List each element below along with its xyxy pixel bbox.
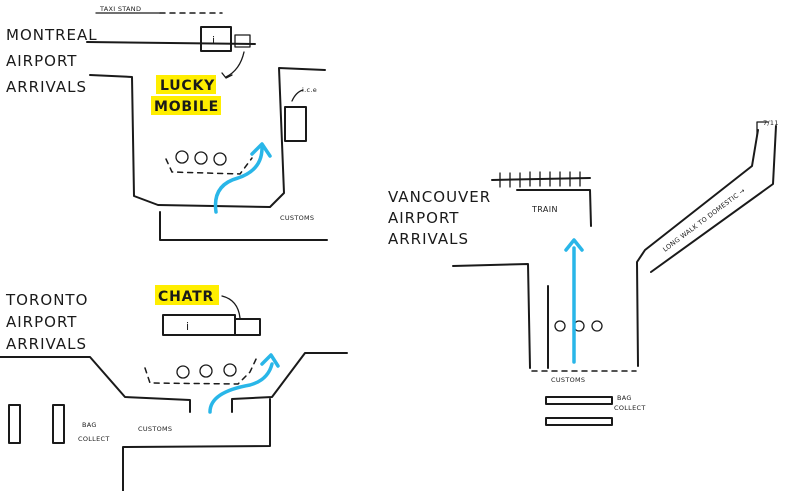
montreal-flow-arrow (213, 146, 264, 214)
chatr-pointer-line (221, 295, 241, 319)
vancouver-face-1 (554, 320, 566, 332)
vancouver-title-line-3: ARRIVALS (388, 230, 469, 248)
lucky-highlight-2 (151, 96, 221, 115)
chatr-highlight (155, 285, 219, 305)
toronto-section: TORONTO AIRPORT ARRIVALS CHATR i BAG COL… (0, 285, 348, 491)
toronto-flow-arrow (208, 362, 274, 414)
vancouver-customs-label: CUSTOMS (551, 376, 585, 384)
seven-eleven-booth (756, 121, 769, 137)
toronto-title-line-2: AIRPORT (6, 313, 77, 331)
toronto-right-wall (231, 352, 348, 413)
vancouver-face-3 (591, 320, 603, 332)
toronto-bag-belt-1 (8, 404, 21, 444)
vancouver-bag-collect-line-2: COLLECT (614, 404, 646, 412)
montreal-info-icon: i (212, 34, 216, 47)
long-walk-label: LONG WALK TO DOMESTIC → (661, 186, 747, 253)
vancouver-section: VANCOUVER AIRPORT ARRIVALS TRAIN 7/11 LO (388, 119, 779, 426)
ice-label: i.c.e (302, 86, 317, 94)
train-track (491, 171, 591, 188)
montreal-face-1 (175, 150, 189, 164)
montreal-section: MONTREAL AIRPORT ARRIVALS TAXI STAND i L… (6, 5, 328, 241)
montreal-face-3 (213, 152, 227, 166)
toronto-bag-belt-2 (52, 404, 65, 444)
toronto-exit-wall (122, 398, 271, 491)
toronto-bag-collect-line-1: BAG (82, 421, 97, 429)
vancouver-right-wall (636, 129, 759, 367)
montreal-small-booth (234, 34, 251, 48)
montreal-title-line-1: MONTREAL (6, 26, 98, 44)
toronto-bag-collect-line-2: COLLECT (78, 435, 110, 443)
seven-eleven-label: 7/11 (763, 119, 779, 127)
vancouver-title-line-1: VANCOUVER (388, 188, 491, 206)
vancouver-bag-collect-line-1: BAG (617, 394, 632, 402)
toronto-info-kiosk (162, 314, 236, 336)
montreal-customs-label: CUSTOMS (280, 214, 314, 222)
montreal-face-2 (194, 151, 208, 165)
ice-pointer-line (291, 89, 304, 102)
vancouver-flow-arrowhead (564, 238, 584, 252)
lucky-mobile-line-1: LUCKY (160, 78, 215, 94)
montreal-info-kiosk (200, 26, 232, 52)
toronto-queue-line (144, 356, 258, 385)
toronto-info-icon: i (186, 320, 190, 333)
vancouver-corridor-wall (650, 125, 777, 273)
montreal-pointer-arrowhead (221, 72, 233, 79)
vancouver-bag-belt-2 (545, 417, 613, 426)
chatr-label: CHATR (158, 289, 214, 305)
toronto-face-3 (223, 363, 237, 377)
toronto-left-wall (0, 356, 191, 413)
vancouver-left-wall (452, 263, 531, 369)
toronto-title-line-1: TORONTO (5, 291, 88, 309)
toronto-face-1 (176, 365, 190, 379)
montreal-top-wall (86, 41, 256, 45)
montreal-queue-line (165, 157, 253, 175)
vancouver-title-line-2: AIRPORT (388, 209, 459, 227)
montreal-title-line-3: ARRIVALS (6, 78, 87, 96)
train-box (516, 189, 592, 227)
vancouver-bag-belt-1 (545, 396, 613, 405)
montreal-pointer-line (225, 51, 245, 78)
toronto-chatr-booth (234, 318, 261, 336)
montreal-title-line-2: AIRPORT (6, 52, 77, 70)
toronto-title-line-3: ARRIVALS (6, 335, 87, 353)
ice-booth (284, 106, 307, 142)
montreal-flow-arrowhead (250, 142, 272, 158)
lucky-highlight-1 (156, 75, 216, 94)
toronto-flow-arrowhead (260, 353, 280, 368)
montreal-exit-wall (159, 211, 328, 241)
toronto-customs-label: CUSTOMS (138, 425, 172, 433)
toronto-face-2 (199, 364, 213, 378)
train-label: TRAIN (531, 205, 558, 214)
taxi-stand-label: TAXI STAND (99, 5, 141, 13)
lucky-mobile-line-2: MOBILE (154, 99, 219, 115)
